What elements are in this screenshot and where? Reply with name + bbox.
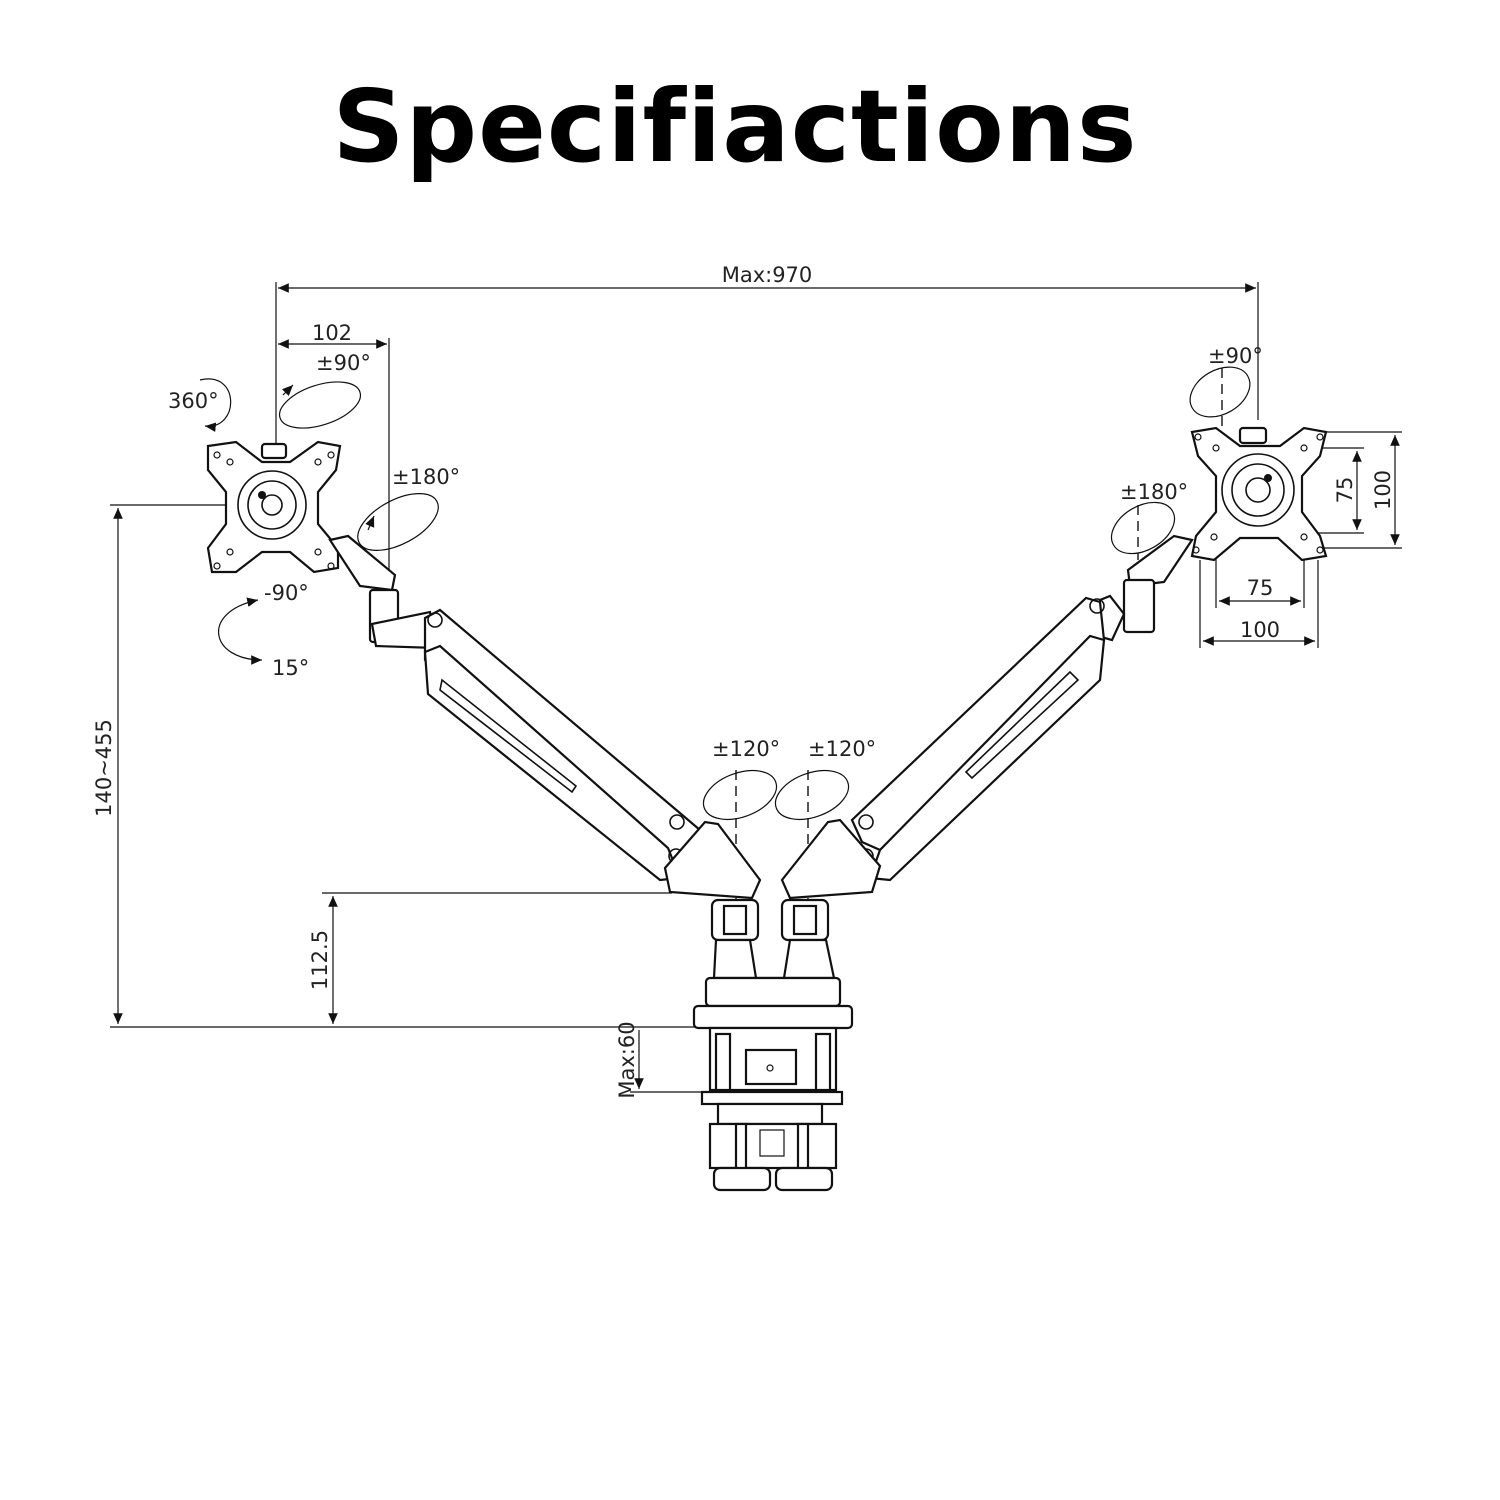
tilt-right-label: ±90° [1208, 344, 1263, 368]
tilt-right-indicator: ±90° [1189, 344, 1263, 440]
desk-clamp [700, 1026, 844, 1192]
left-arm [328, 534, 762, 900]
tilt-up-label: 15° [272, 656, 309, 680]
vesa-h-outer-label: 100 [1240, 618, 1280, 642]
rotate-right-indicator: ±180° [1110, 480, 1188, 560]
page-title: Specifiactions [332, 68, 1138, 185]
height-range-dimension: 140~455 [92, 504, 700, 1028]
tilt-width-label: 102 [312, 321, 352, 345]
vesa-vertical-dimension: 75 100 [1300, 431, 1402, 549]
tilt-left-label: ±90° [316, 351, 371, 375]
tilt-left-indicator: ±90° [278, 351, 371, 429]
base-left-indicator: ±120° [702, 737, 780, 915]
base-pole [692, 898, 854, 1030]
base-right-label: ±120° [808, 737, 876, 761]
height-range-label: 140~455 [92, 719, 116, 817]
vesa-v-outer-label: 100 [1371, 470, 1395, 510]
base-height-dimension: 112.5 [308, 892, 672, 1024]
rotate-right-label: ±180° [1120, 480, 1188, 504]
vesa-h-inner-label: 75 [1247, 576, 1274, 600]
swivel-360-indicator: 360° [168, 378, 232, 432]
tilt-down-label: -90° [264, 581, 309, 605]
tilt-width-dimension: 102 [278, 321, 390, 575]
vesa-horizontal-dimension: 75 100 [1199, 555, 1319, 648]
base-left-label: ±120° [712, 737, 780, 761]
base-height-label: 112.5 [308, 930, 332, 990]
rotate-left-label: ±180° [392, 465, 460, 489]
max-reach-label: Max:970 [722, 263, 813, 287]
clamp-max-dimension: Max:60 [615, 1021, 708, 1099]
clamp-max-label: Max:60 [615, 1021, 639, 1098]
right-vesa-plate [1190, 426, 1328, 562]
base-right-indicator: ±120° [774, 737, 876, 915]
left-vesa-plate [206, 440, 342, 574]
tilt-down-indicator: -90° 15° [217, 581, 309, 680]
swivel-360-label: 360° [168, 389, 219, 413]
max-reach-dimension: Max:970 [275, 263, 1259, 445]
right-arm [780, 534, 1194, 900]
rotate-left-indicator: ±180° [357, 465, 460, 551]
vesa-v-inner-label: 75 [1333, 477, 1357, 504]
